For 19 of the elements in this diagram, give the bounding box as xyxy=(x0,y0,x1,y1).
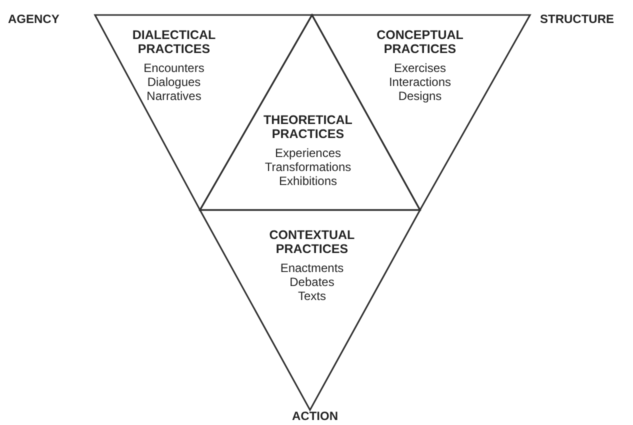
practice-item: Texts xyxy=(298,289,326,303)
section-heading: DIALECTICAL PRACTICES xyxy=(132,28,216,56)
practice-item: Dialogues xyxy=(147,75,201,89)
corner-label: ACTION xyxy=(292,409,338,423)
practice-item: Narratives xyxy=(146,89,202,103)
corner-label: AGENCY xyxy=(8,12,60,26)
corner-label: STRUCTURE xyxy=(540,12,614,26)
practice-item: Exhibitions xyxy=(278,174,338,188)
section-heading: CONTEXTUAL PRACTICES xyxy=(269,228,355,256)
practice-item: Experiences xyxy=(274,146,342,160)
practice-item: Designs xyxy=(398,89,442,103)
section-heading: CONCEPTUAL PRACTICES xyxy=(376,28,464,56)
practice-item: Debates xyxy=(290,275,334,289)
practice-item: Interactions xyxy=(388,75,452,89)
section-heading: THEORETICAL PRACTICES xyxy=(264,113,352,141)
practice-item: Encounters xyxy=(144,61,204,75)
practice-item: Transformations xyxy=(264,160,352,174)
practice-item: Exercises xyxy=(394,61,446,75)
practice-item: Enactments xyxy=(280,261,344,275)
